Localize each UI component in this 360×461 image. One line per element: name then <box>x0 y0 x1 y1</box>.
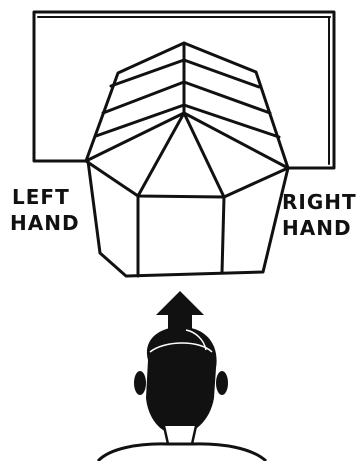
pyramid-right-edge <box>184 113 224 197</box>
right-hand-label-line1: RIGHT <box>282 191 357 213</box>
up-arrow-icon <box>156 291 204 329</box>
cockpit-top <box>86 161 288 197</box>
boat-hull-outline <box>86 43 288 276</box>
bow-rib-2 <box>103 82 270 113</box>
right-hand-label-line2: HAND <box>282 217 352 239</box>
person-head-icon <box>98 327 266 461</box>
cockpit-right-post <box>222 197 224 273</box>
left-hand-label-line1: LEFT <box>12 186 70 208</box>
left-hand-label-line2: HAND <box>10 212 80 234</box>
